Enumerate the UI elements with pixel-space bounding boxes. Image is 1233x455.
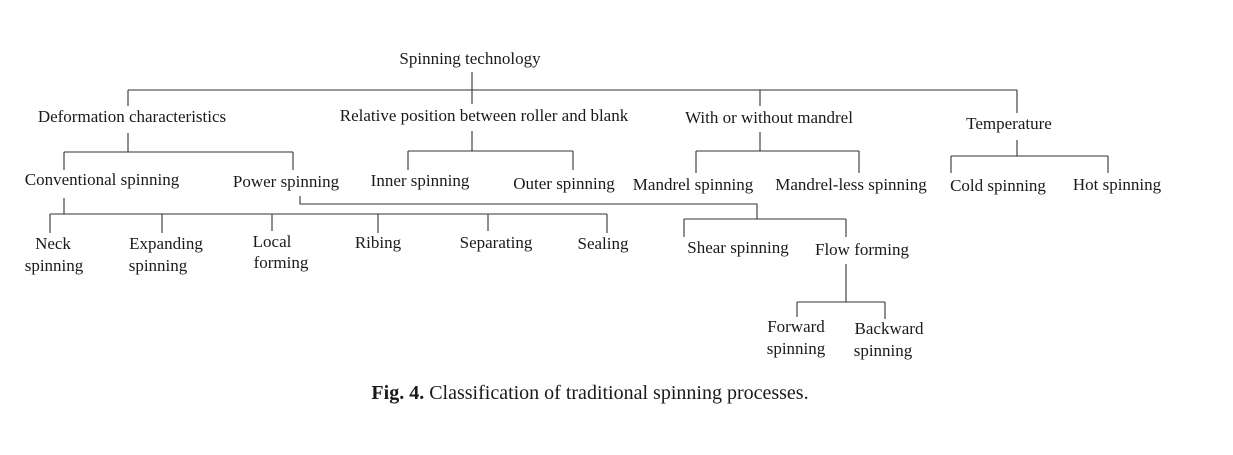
node-ribing: Ribing bbox=[355, 233, 402, 252]
node-local-forming-line1: Local bbox=[253, 232, 292, 251]
node-separating: Separating bbox=[460, 233, 533, 252]
node-mandrel-spinning: Mandrel spinning bbox=[633, 175, 754, 194]
node-backward-spinning-line1: Backward bbox=[855, 319, 924, 338]
node-root: Spinning technology bbox=[399, 49, 541, 68]
node-local-forming-line2: forming bbox=[254, 253, 309, 272]
node-backward-spinning-line2: spinning bbox=[854, 341, 913, 360]
node-sealing: Sealing bbox=[578, 234, 629, 253]
node-inner-spinning: Inner spinning bbox=[371, 171, 470, 190]
figure-caption: Fig. 4. Classification of traditional sp… bbox=[371, 382, 808, 404]
node-conventional-spinning: Conventional spinning bbox=[25, 170, 180, 189]
node-flow-forming: Flow forming bbox=[815, 240, 909, 259]
node-hot-spinning: Hot spinning bbox=[1073, 175, 1162, 194]
node-forward-spinning-line2: spinning bbox=[767, 339, 826, 358]
node-with-or-without-mandrel: With or without mandrel bbox=[685, 108, 853, 127]
edge-power-stem bbox=[299, 196, 758, 219]
node-cold-spinning: Cold spinning bbox=[950, 176, 1046, 195]
figure-caption-text: Classification of traditional spinning p… bbox=[424, 382, 808, 404]
node-mandrel-less-spinning: Mandrel-less spinning bbox=[775, 175, 927, 194]
node-expanding-spinning-line2: spinning bbox=[129, 256, 188, 275]
node-expanding-spinning-line1: Expanding bbox=[129, 234, 203, 253]
node-power-spinning: Power spinning bbox=[233, 172, 340, 191]
figure-caption-label: Fig. 4. bbox=[371, 382, 424, 404]
node-relative-position: Relative position between roller and bla… bbox=[340, 106, 629, 125]
node-temperature: Temperature bbox=[966, 114, 1052, 133]
node-shear-spinning: Shear spinning bbox=[687, 238, 789, 257]
node-neck-spinning-line2: spinning bbox=[25, 256, 84, 275]
node-neck-spinning-line1: Neck bbox=[35, 234, 71, 253]
node-outer-spinning: Outer spinning bbox=[513, 174, 615, 193]
node-deformation-characteristics: Deformation characteristics bbox=[38, 107, 226, 126]
node-forward-spinning-line1: Forward bbox=[767, 317, 825, 336]
connector-lines bbox=[49, 72, 1109, 319]
